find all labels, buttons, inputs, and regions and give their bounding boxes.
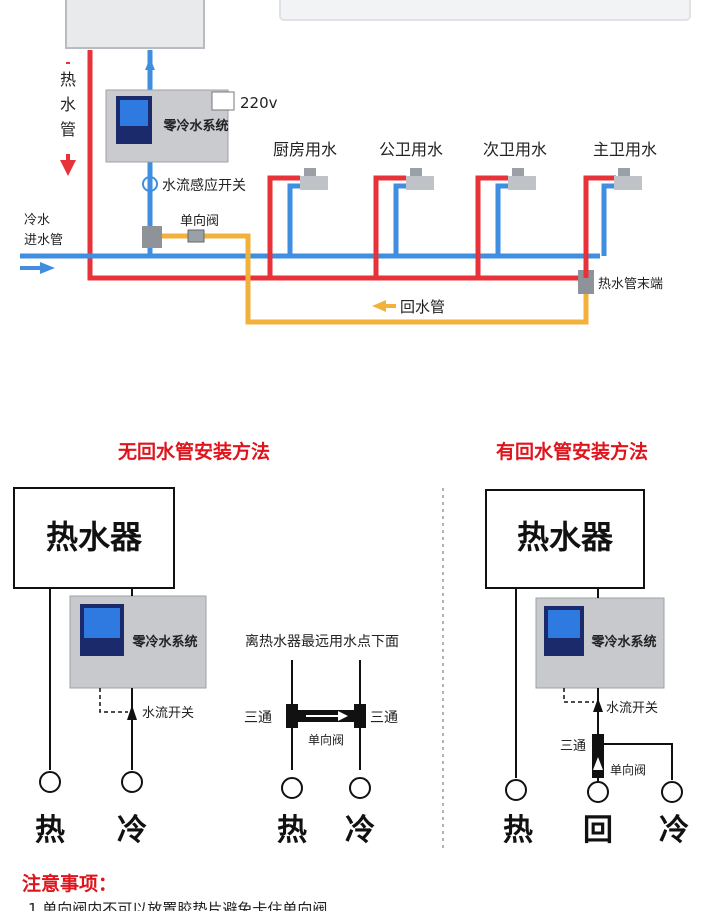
top-panel bbox=[279, 0, 691, 21]
cold-inlet-line2: 进水管 bbox=[24, 233, 63, 248]
right-return-outlet bbox=[587, 781, 609, 803]
fixture-label-4: 主卫用水 bbox=[593, 140, 657, 159]
right-cold-outlet bbox=[661, 781, 683, 803]
fixture-label-1: 厨房用水 bbox=[273, 140, 337, 159]
left-flow-switch-label: 水流开关 bbox=[142, 706, 194, 721]
pipe-end-fitting bbox=[578, 270, 594, 294]
heater-bottom bbox=[65, 0, 205, 49]
fixture-1: 厨房用水 bbox=[267, 140, 337, 278]
middle-cold-outlet bbox=[349, 777, 371, 799]
fixture-label-2: 公卫用水 bbox=[379, 140, 443, 159]
left-heater-box bbox=[13, 487, 175, 589]
right-logo: 零冷水系统 bbox=[590, 634, 656, 650]
left-title: 无回水管安装方法 bbox=[118, 440, 270, 463]
top-check-valve bbox=[187, 229, 205, 243]
right-tee-valve bbox=[592, 734, 604, 778]
return-pipe-label: 回水管 bbox=[400, 298, 445, 316]
hot-pipe-char1: 热 bbox=[60, 70, 76, 89]
check-valve-label: 单向阀 bbox=[180, 213, 219, 229]
right-cold-branch bbox=[604, 743, 673, 780]
right-tee-label: 三通 bbox=[560, 739, 586, 754]
hot-arrow-head bbox=[60, 160, 76, 176]
power-icon bbox=[142, 176, 158, 192]
hot-pipe-char3: 管 bbox=[60, 120, 76, 139]
notes-item-1: 1.单向阀内不可以放置胶垫片避免卡住单向阀 bbox=[28, 900, 327, 911]
left-hot-outlet bbox=[39, 771, 61, 793]
right-heater-label: 热水器 bbox=[517, 518, 614, 556]
left-logo: 零冷水系统 bbox=[131, 634, 197, 650]
voltage-label: 220v bbox=[240, 94, 278, 112]
left-heater-label: 热水器 bbox=[46, 518, 143, 556]
left-cold-label: 冷 bbox=[117, 813, 147, 848]
cold-in-arrow bbox=[40, 262, 55, 274]
return-pipe bbox=[160, 233, 589, 325]
middle-tee-left-label: 三通 bbox=[244, 710, 272, 726]
return-arrow bbox=[372, 300, 386, 312]
right-cold-label: 冷 bbox=[659, 813, 689, 848]
middle-caption: 离热水器最远用水点下面 bbox=[245, 633, 399, 650]
right-flow-switch-label: 水流开关 bbox=[606, 701, 658, 716]
right-heater-box bbox=[485, 489, 645, 589]
middle-hot-label: 热 bbox=[277, 813, 307, 848]
fixture-4: 主卫用水 bbox=[583, 140, 657, 278]
top-logo: 零冷水系统 bbox=[162, 118, 228, 134]
fixture-2: 公卫用水 bbox=[373, 140, 443, 278]
middle-tee-right bbox=[354, 704, 366, 728]
cold-up-arrow bbox=[145, 58, 155, 70]
notes-title: 注意事项： bbox=[22, 872, 117, 895]
top-tee bbox=[142, 226, 162, 248]
right-hot-outlet bbox=[505, 779, 527, 801]
middle-cold-label: 冷 bbox=[345, 813, 375, 848]
right-valve-label: 单向阀 bbox=[610, 762, 646, 777]
hot-main-pipe bbox=[87, 50, 586, 281]
plug-icon bbox=[211, 91, 235, 111]
left-cold-outlet bbox=[121, 771, 143, 793]
right-return-label: 回 bbox=[583, 813, 613, 848]
pipe-end-label: 热水管末端 bbox=[598, 277, 663, 292]
cold-inlet-line1: 冷水 bbox=[24, 213, 50, 228]
middle-tee-right-label: 三通 bbox=[370, 710, 398, 726]
middle-tee-left bbox=[286, 704, 298, 728]
right-title: 有回水管安装方法 bbox=[496, 440, 648, 463]
fixture-3: 次卫用水 bbox=[475, 140, 547, 278]
middle-hot-outlet bbox=[281, 777, 303, 799]
flow-switch-label: 水流感应开关 bbox=[162, 177, 246, 194]
right-hot-label: 热 bbox=[503, 813, 533, 848]
fixture-label-3: 次卫用水 bbox=[483, 140, 547, 159]
middle-valve-label: 单向阀 bbox=[308, 732, 344, 747]
hot-pipe-char2: 水 bbox=[60, 95, 76, 114]
left-hot-label: 热 bbox=[35, 813, 65, 848]
